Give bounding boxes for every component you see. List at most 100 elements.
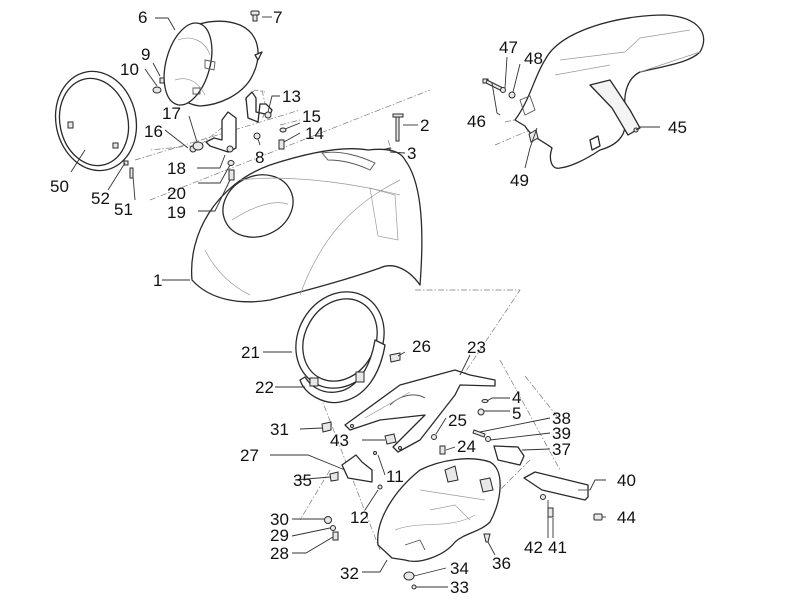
callout-25[interactable]: 25 [448,411,467,430]
callout-50[interactable]: 50 [50,177,69,196]
callout-32[interactable]: 32 [340,564,359,583]
hardware-51-screw[interactable] [129,167,134,179]
hardware-7-screw[interactable] [250,10,260,22]
callout-20[interactable]: 20 [167,184,186,203]
hardware-34-washer[interactable] [403,571,415,581]
hardware-2-screw[interactable] [392,113,404,142]
part-23-support-frame[interactable] [344,369,496,453]
hardware-20-washer[interactable] [227,160,235,166]
part-40-plate-bracket[interactable] [523,471,590,501]
callout-38[interactable]: 38 [552,409,571,428]
hardware-35-clip[interactable] [329,471,339,482]
callout-15[interactable]: 15 [302,107,321,126]
hardware-8-nut[interactable] [253,132,261,140]
callout-22[interactable]: 22 [255,378,274,397]
part-45-mudguard[interactable] [514,14,705,169]
callout-36[interactable]: 36 [492,554,511,573]
callout-39[interactable]: 39 [552,424,571,443]
hardware-17-washer[interactable] [192,141,204,151]
hardware-10-washer[interactable] [152,86,162,94]
part-50-headlight-rim[interactable] [46,64,145,178]
callout-10[interactable]: 10 [120,60,139,79]
hardware-39-washer[interactable] [485,436,491,442]
callout-44[interactable]: 44 [617,508,636,527]
callout-47[interactable]: 47 [499,38,518,57]
hardware-33-screw[interactable] [411,584,417,590]
part-32-lower-cover[interactable] [377,458,501,562]
hardware-48-nut[interactable] [508,91,516,99]
hardware-28-screw[interactable] [332,531,339,541]
callout-19[interactable]: 19 [167,203,186,222]
callout-8[interactable]: 8 [255,148,264,167]
callout-45[interactable]: 45 [668,118,687,137]
part-6-headlight-housing[interactable] [156,18,263,111]
callout-42[interactable]: 42 [524,538,543,557]
hardware-24-screw[interactable] [439,445,446,455]
callout-52[interactable]: 52 [91,189,110,208]
hardware-4-clip[interactable] [481,399,489,403]
hardware-29-nut[interactable] [330,525,336,531]
part-21-light-ring[interactable] [279,276,402,405]
callout-3[interactable]: 3 [407,144,416,163]
callout-4[interactable]: 4 [512,388,521,407]
part-27-bracket[interactable] [341,454,373,483]
hardware-36-screw[interactable] [483,533,491,543]
callout-30[interactable]: 30 [270,510,289,529]
callout-43[interactable]: 43 [330,431,349,450]
callout-9[interactable]: 9 [141,45,150,64]
hardware-25-nut[interactable] [431,434,437,440]
callout-12[interactable]: 12 [350,508,369,527]
callout-35[interactable]: 35 [293,471,312,490]
hardware-19-screw[interactable] [228,169,235,181]
callout-6[interactable]: 6 [138,8,147,27]
callout-24[interactable]: 24 [457,437,476,456]
callout-5[interactable]: 5 [512,404,521,423]
hardware-26-clip[interactable] [389,352,401,363]
hardware-41-screw[interactable] [547,507,554,518]
callout-13[interactable]: 13 [282,87,301,106]
hardware-11-spring[interactable] [373,451,377,455]
hardware-38-bolt[interactable] [472,429,486,438]
part-22-ring-bracket[interactable] [299,339,386,404]
callout-51[interactable]: 51 [114,200,133,219]
hardware-43-clip[interactable] [384,433,397,445]
hardware-15-clip[interactable] [279,127,287,133]
callout-40[interactable]: 40 [617,471,636,490]
hardware-14-screw[interactable] [278,139,285,150]
callout-18[interactable]: 18 [167,159,186,178]
callout-31[interactable]: 31 [270,420,289,439]
callout-16[interactable]: 16 [144,122,163,141]
hardware-5-nut[interactable] [477,408,485,416]
hardware-12-nut[interactable] [377,484,383,490]
part-37-bracket[interactable] [493,445,525,466]
hardware-30-washer[interactable] [324,516,332,524]
callout-1[interactable]: 1 [153,271,162,290]
callout-29[interactable]: 29 [270,526,289,545]
hardware-49-clip[interactable] [528,129,539,143]
callout-26[interactable]: 26 [412,337,431,356]
part-18-bracket[interactable] [205,111,237,153]
callout-17[interactable]: 17 [162,104,181,123]
callout-33[interactable]: 33 [450,578,469,597]
hardware-52-spring[interactable] [123,160,129,166]
callout-21[interactable]: 21 [241,343,260,362]
hardware-31-clip[interactable] [321,421,332,433]
callout-28[interactable]: 28 [270,544,289,563]
callout-37[interactable]: 37 [552,440,571,459]
hardware-42-nut[interactable] [540,494,546,500]
part-1-front-shield[interactable] [190,148,423,303]
callout-7[interactable]: 7 [273,8,282,27]
hardware-9-screw[interactable] [159,77,165,84]
hardware-47-washer[interactable] [500,87,506,93]
callout-2[interactable]: 2 [420,116,429,135]
callout-11[interactable]: 11 [386,467,404,486]
callout-49[interactable]: 49 [510,171,529,190]
callout-34[interactable]: 34 [450,559,469,578]
callout-41[interactable]: 41 [548,538,567,557]
callout-14[interactable]: 14 [305,124,324,143]
callout-48[interactable]: 48 [524,49,543,68]
hardware-44-bolt[interactable] [593,513,603,521]
part-13-bracket[interactable] [245,91,273,123]
callout-23[interactable]: 23 [467,338,486,357]
callout-27[interactable]: 27 [240,446,259,465]
